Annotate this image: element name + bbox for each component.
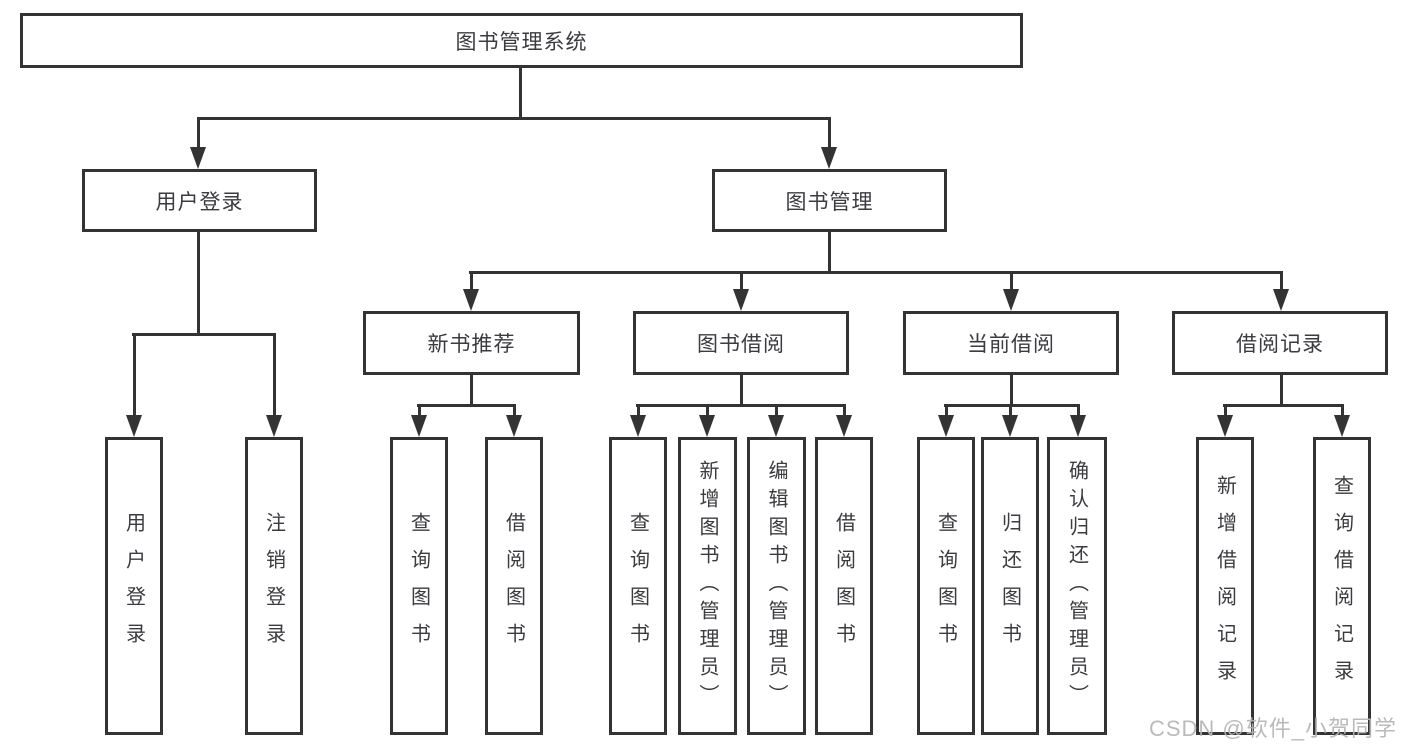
connector-line bbox=[519, 66, 522, 117]
leaf-edit-books-admin: 编辑图书（管理员） bbox=[747, 437, 806, 735]
connector-line bbox=[775, 406, 778, 417]
connector-line bbox=[470, 273, 473, 291]
connector-line bbox=[469, 271, 1283, 274]
node-label: 新增图书（管理员） bbox=[696, 460, 718, 712]
node-label: 借阅记录 bbox=[1236, 333, 1324, 356]
connector-line bbox=[828, 117, 831, 149]
node-label: 借阅图书 bbox=[832, 512, 855, 660]
arrowhead-down-icon bbox=[266, 415, 282, 437]
leaf-add-books-admin: 新增图书（管理员） bbox=[678, 437, 737, 735]
arrowhead-down-icon bbox=[126, 415, 142, 437]
leaf-borrow-books-recommend: 借阅图书 bbox=[485, 437, 543, 735]
connector-line bbox=[740, 273, 743, 291]
connector-line bbox=[1280, 273, 1283, 291]
node-book-borrowing: 图书借阅 bbox=[633, 311, 849, 375]
node-borrow-records: 借阅记录 bbox=[1172, 311, 1388, 375]
node-book-management: 图书管理 bbox=[712, 169, 947, 232]
connector-line bbox=[133, 335, 136, 417]
arrowhead-down-icon bbox=[836, 415, 852, 437]
connector-line bbox=[944, 404, 1080, 407]
connector-line bbox=[945, 406, 948, 417]
node-label: 借阅图书 bbox=[502, 512, 525, 660]
leaf-query-borrow-record: 查询借阅记录 bbox=[1313, 437, 1371, 735]
leaf-query-books-current: 查询图书 bbox=[917, 437, 975, 735]
connector-line bbox=[273, 335, 276, 417]
node-label: 查询图书 bbox=[626, 512, 649, 660]
arrowhead-down-icon bbox=[1334, 415, 1350, 437]
connector-line bbox=[1224, 406, 1227, 417]
node-label: 新书推荐 bbox=[427, 333, 516, 356]
connector-line bbox=[828, 232, 831, 273]
connector-line bbox=[740, 375, 743, 406]
arrowhead-down-icon bbox=[768, 415, 784, 437]
node-label: 新增借阅记录 bbox=[1213, 475, 1236, 697]
connector-line bbox=[1341, 406, 1344, 417]
arrowhead-down-icon bbox=[1070, 415, 1086, 437]
connector-line bbox=[1010, 375, 1013, 406]
node-label: 图书借阅 bbox=[697, 333, 785, 356]
arrowhead-down-icon bbox=[1002, 415, 1018, 437]
connector-line bbox=[513, 406, 516, 417]
node-root-system: 图书管理系统 bbox=[20, 13, 1023, 68]
connector-line bbox=[636, 404, 846, 407]
connector-line bbox=[470, 375, 473, 406]
leaf-user-login: 用户登录 bbox=[105, 437, 163, 735]
node-label: 用户登录 bbox=[122, 512, 145, 660]
connector-line bbox=[197, 117, 200, 149]
connector-line bbox=[418, 406, 421, 417]
node-user-login: 用户登录 bbox=[82, 169, 317, 232]
leaf-return-books: 归还图书 bbox=[981, 437, 1039, 735]
arrowhead-down-icon bbox=[1273, 289, 1289, 311]
leaf-confirm-return-admin: 确认归还（管理员） bbox=[1047, 437, 1107, 735]
connector-line bbox=[197, 117, 830, 120]
node-current-borrowing: 当前借阅 bbox=[903, 311, 1119, 375]
node-label: 编辑图书（管理员） bbox=[765, 460, 787, 712]
node-label: 归还图书 bbox=[998, 512, 1021, 660]
leaf-query-books-recommend: 查询图书 bbox=[390, 437, 448, 735]
node-label: 注销登录 bbox=[262, 512, 285, 660]
arrowhead-down-icon bbox=[1217, 415, 1233, 437]
arrowhead-down-icon bbox=[733, 289, 749, 311]
node-label: 确认归还（管理员） bbox=[1065, 460, 1088, 712]
arrowhead-down-icon bbox=[938, 415, 954, 437]
arrowhead-down-icon bbox=[821, 147, 837, 169]
connector-line bbox=[1009, 406, 1012, 417]
node-label: 当前借阅 bbox=[967, 333, 1055, 356]
connector-line bbox=[417, 404, 516, 407]
node-label: 图书管理系统 bbox=[455, 30, 588, 54]
connector-line bbox=[1280, 375, 1283, 406]
connector-line bbox=[1010, 273, 1013, 291]
connector-line bbox=[706, 406, 709, 417]
leaf-borrow-books: 借阅图书 bbox=[815, 437, 873, 735]
connector-line bbox=[1223, 404, 1344, 407]
connector-line bbox=[197, 232, 200, 335]
connector-line bbox=[843, 406, 846, 417]
arrowhead-down-icon bbox=[1003, 289, 1019, 311]
arrowhead-down-icon bbox=[699, 415, 715, 437]
arrowhead-down-icon bbox=[411, 415, 427, 437]
connector-line bbox=[637, 406, 640, 417]
arrowhead-down-icon bbox=[463, 289, 479, 311]
node-label: 查询图书 bbox=[934, 512, 957, 660]
leaf-query-books-borrowing: 查询图书 bbox=[609, 437, 667, 735]
node-label: 用户登录 bbox=[155, 190, 244, 214]
leaf-logout: 注销登录 bbox=[245, 437, 303, 735]
arrowhead-down-icon bbox=[506, 415, 522, 437]
arrowhead-down-icon bbox=[630, 415, 646, 437]
connector-line bbox=[132, 333, 276, 336]
csdn-watermark: CSDN @软件_小贺同学 bbox=[1148, 716, 1397, 741]
node-label: 查询图书 bbox=[407, 512, 430, 660]
arrowhead-down-icon bbox=[190, 147, 206, 169]
connector-line bbox=[1077, 406, 1080, 417]
leaf-add-borrow-record: 新增借阅记录 bbox=[1196, 437, 1254, 735]
node-label: 查询借阅记录 bbox=[1330, 475, 1353, 697]
node-new-book-recommend: 新书推荐 bbox=[363, 311, 580, 375]
node-label: 图书管理 bbox=[785, 190, 874, 214]
